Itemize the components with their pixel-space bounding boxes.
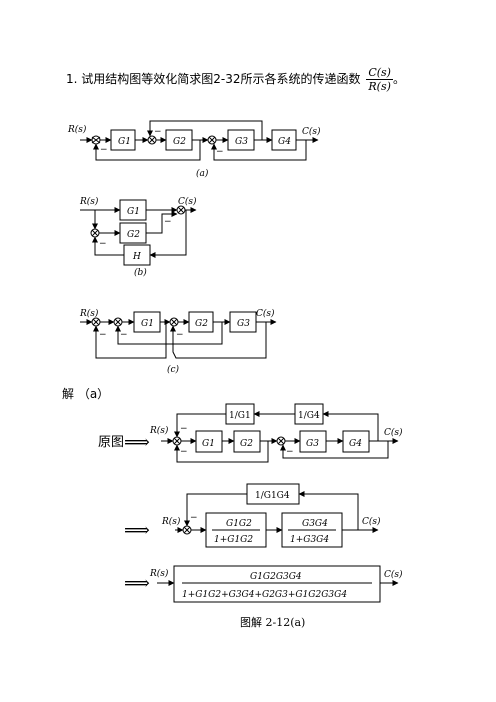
label-g2: G2	[127, 230, 140, 240]
label-input: R(s)	[79, 196, 99, 207]
label-input: R(s)	[79, 308, 99, 319]
label-g1: G1	[118, 137, 131, 147]
label-g3: G3	[235, 137, 248, 147]
label-g34-num: G3G4	[302, 519, 328, 529]
solution-step-two	[175, 483, 379, 548]
caption-a: (a)	[196, 168, 209, 179]
solution-label: 解 （a）	[62, 387, 110, 401]
diagram-c	[80, 311, 277, 359]
label-input: R(s)	[149, 568, 169, 579]
label-output: C(s)	[302, 126, 321, 137]
sign-minus: −	[180, 447, 188, 457]
label-h: H	[132, 252, 141, 262]
label-g1: G1	[202, 439, 215, 449]
label-g1: G1	[141, 319, 154, 329]
diagram-a	[80, 120, 319, 161]
sign-minus: −	[164, 217, 172, 227]
label-input: R(s)	[161, 516, 181, 527]
label-g2: G2	[240, 439, 253, 449]
label-inv-g1: 1/G1	[229, 411, 251, 421]
question-text: 1. 试用结构图等效化简求图2-32所示各系统的传递函数 C(s) R(s) 。	[66, 66, 405, 93]
sign-minus: −	[180, 424, 188, 434]
sign-minus: −	[216, 147, 224, 157]
question-prefix: 1. 试用结构图等效化简求图2-32所示各系统的传递函数	[66, 72, 361, 86]
implies-arrow: ⟹	[124, 520, 150, 541]
label-g4: G4	[349, 439, 362, 449]
label-output: C(s)	[178, 196, 197, 207]
fraction-numerator: C(s)	[366, 66, 393, 80]
question-suffix: 。	[392, 72, 405, 86]
label-output: C(s)	[256, 308, 275, 319]
implies-arrow: ⟹	[124, 573, 150, 594]
fraction-denominator: R(s)	[368, 80, 391, 93]
sign-minus: −	[286, 447, 294, 457]
implies-arrow: ⟹	[124, 432, 150, 453]
sign-minus: −	[154, 127, 162, 137]
transfer-fraction: C(s) R(s)	[366, 66, 393, 93]
label-g3: G3	[237, 319, 250, 329]
label-total-num: G1G2G3G4	[250, 572, 302, 582]
label-inv-g4: 1/G4	[298, 411, 320, 421]
solution-original-diagram	[161, 403, 399, 463]
label-input: R(s)	[67, 124, 87, 135]
label-output: C(s)	[384, 427, 403, 438]
label-inv-g1g4: 1/G1G4	[255, 491, 290, 501]
sign-minus: −	[99, 239, 107, 249]
figure-caption: 图解 2-12(a)	[240, 615, 305, 629]
label-original: 原图	[98, 435, 124, 450]
label-g12-num: G1G2	[226, 519, 252, 529]
block-s3-total	[173, 565, 381, 603]
label-g4: G4	[278, 137, 291, 147]
label-input: R(s)	[149, 425, 169, 436]
sign-minus: −	[176, 330, 184, 340]
label-total-den: 1+G1G2+G3G4+G2G3+G1G2G3G4	[182, 590, 347, 600]
diagram-b	[80, 199, 197, 266]
solution-step-three	[157, 565, 399, 603]
caption-b: (b)	[134, 267, 147, 278]
sign-minus: −	[99, 330, 107, 340]
label-g3: G3	[306, 439, 319, 449]
sign-minus: −	[120, 330, 128, 340]
label-g12-den: 1+G1G2	[214, 535, 253, 545]
label-g2: G2	[195, 319, 208, 329]
sign-minus: −	[100, 145, 108, 155]
label-g2: G2	[173, 137, 186, 147]
label-g34-den: 1+G3G4	[290, 535, 329, 545]
label-output: C(s)	[384, 569, 403, 580]
caption-c: (c)	[167, 364, 180, 375]
sign-minus: −	[190, 513, 198, 523]
label-output: C(s)	[362, 516, 381, 527]
label-g1: G1	[127, 207, 140, 217]
